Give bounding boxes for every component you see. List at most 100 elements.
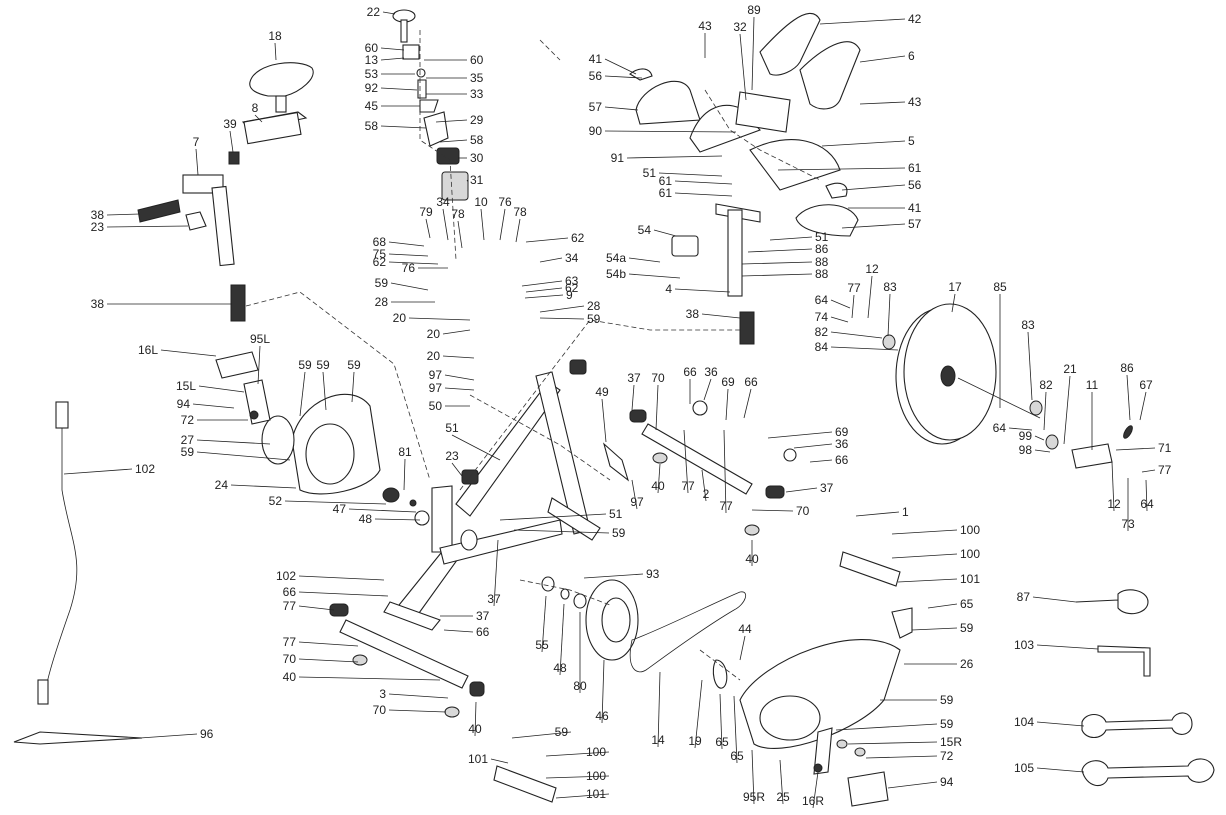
callout-86: 86 [747, 242, 829, 256]
part-number: 68 [373, 235, 387, 249]
leader-line [555, 793, 610, 799]
leader-line [539, 317, 585, 320]
leader-line [859, 55, 906, 63]
leader-line [741, 273, 813, 277]
leader-line [1036, 767, 1085, 773]
callout-74: 74 [815, 310, 849, 324]
callout-59: 59 [181, 445, 291, 461]
part-number: 59 [587, 312, 601, 326]
part-number: 10 [474, 195, 488, 209]
part-number: 37 [487, 592, 501, 606]
part-number: 76 [402, 261, 416, 275]
leader-line [466, 179, 469, 183]
part-number: 89 [747, 3, 761, 17]
part-number: 60 [470, 53, 484, 67]
callout-13: 13 [365, 53, 405, 67]
leader-line [298, 641, 359, 647]
part-number: 70 [651, 371, 665, 385]
part-number: 3 [379, 687, 386, 701]
callout-3: 3 [379, 687, 449, 701]
callout-18: 18 [268, 29, 282, 61]
callout-62: 62 [525, 281, 579, 295]
leader-line [380, 125, 427, 129]
part-number: 59 [375, 276, 389, 290]
callout-66: 66 [743, 375, 758, 419]
part-number: 6 [908, 49, 915, 63]
callout-76: 76 [498, 195, 512, 241]
callout-54b: 54b [606, 267, 681, 281]
leader-line [865, 755, 938, 759]
callout-77: 77 [283, 599, 335, 613]
part-drawings [13, 9, 1215, 807]
part-number: 63 [565, 274, 579, 288]
leader-line [198, 385, 245, 393]
leader-line [1008, 427, 1033, 431]
leader-line [1034, 449, 1051, 453]
callout-10: 10 [474, 195, 488, 241]
callout-94: 94 [887, 775, 954, 789]
callout-12: 12 [865, 262, 879, 319]
callout-69: 69 [721, 375, 735, 421]
part-number: 55 [535, 638, 549, 652]
leader-line [657, 671, 661, 748]
part-number: 64 [993, 421, 1007, 435]
callout-33: 33 [426, 87, 484, 101]
leader-line [867, 275, 873, 319]
leader-line [388, 693, 449, 699]
part-number: 29 [470, 113, 484, 127]
part-number: 18 [268, 29, 282, 43]
right-crank-assembly [813, 727, 889, 807]
leader-line [515, 218, 521, 243]
leader-line [192, 403, 235, 409]
leader-line [524, 294, 564, 299]
part-number: 82 [1039, 378, 1053, 392]
callout-59: 59 [375, 276, 429, 291]
part-number: 23 [445, 449, 459, 463]
part-number: 78 [451, 207, 465, 221]
part-number: 47 [333, 502, 347, 516]
callout-53: 53 [365, 67, 415, 81]
callout-1: 1 [855, 505, 909, 519]
part-number: 61 [908, 161, 922, 175]
part-number: 15L [176, 379, 196, 393]
part-number: 51 [445, 421, 459, 435]
leader-line [1036, 721, 1085, 727]
part-number: 59 [960, 621, 974, 635]
leader-line [388, 241, 425, 247]
part-number: 72 [940, 749, 954, 763]
leader-line [1027, 331, 1033, 401]
leader-line [674, 192, 733, 197]
part-number: 38 [91, 208, 105, 222]
leader-line [545, 751, 610, 757]
callout-102: 102 [276, 569, 385, 583]
part-number: 97 [630, 495, 644, 509]
callout-70: 70 [373, 703, 447, 717]
callout-84: 84 [815, 340, 899, 354]
leader-line [474, 701, 477, 737]
callout-59: 59 [880, 693, 954, 707]
callout-58: 58 [439, 133, 484, 147]
leader-line [1034, 435, 1045, 441]
callout-70: 70 [751, 504, 810, 518]
part-number: 37 [627, 371, 641, 385]
leader-line [767, 431, 833, 439]
callout-65: 65 [730, 695, 744, 764]
callout-43: 43 [859, 95, 922, 109]
callout-20: 20 [393, 311, 471, 325]
part-number: 103 [1014, 638, 1034, 652]
part-number: 12 [1107, 497, 1121, 511]
leader-line [701, 469, 707, 502]
callout-97: 97 [429, 368, 475, 382]
callout-26: 26 [904, 657, 974, 671]
leader-line [812, 771, 819, 809]
part-number: 101 [586, 787, 606, 801]
part-number: 62 [373, 255, 387, 269]
leader-line [694, 679, 703, 749]
leader-line [628, 257, 661, 263]
leader-line [604, 75, 643, 79]
part-number: 97 [429, 381, 443, 395]
part-number: 70 [283, 652, 297, 666]
leader-line [674, 288, 731, 293]
leader-line [725, 388, 729, 421]
leader-line [444, 374, 475, 381]
